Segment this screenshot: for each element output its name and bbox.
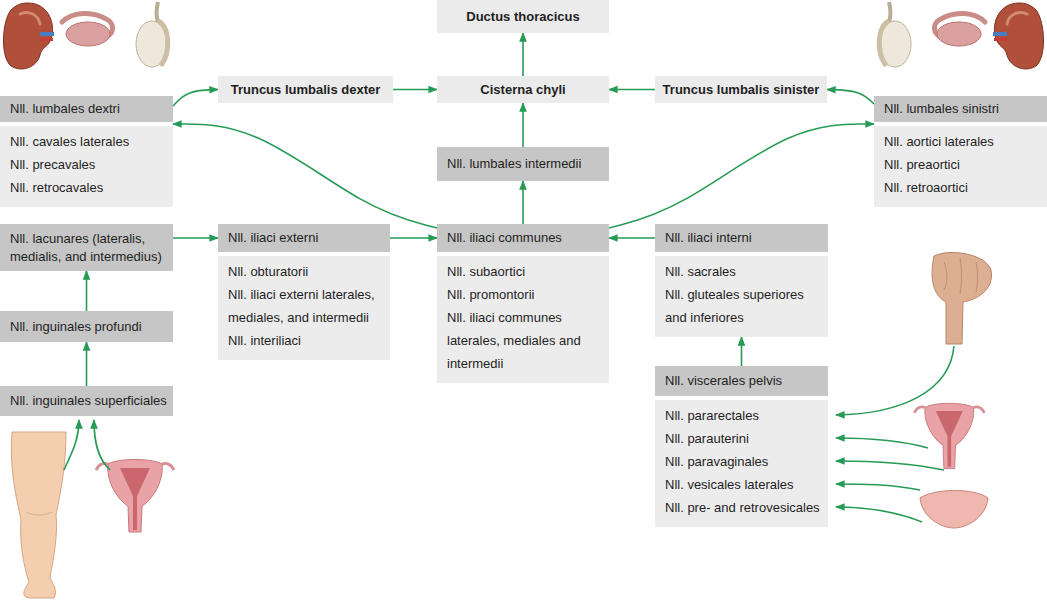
node-group-box: Nll. lumbales sinistriNll. aortici later… (874, 96, 1047, 207)
organs-right (879, 2, 1044, 69)
knee-line (26, 512, 52, 515)
list-item: Nll. promontorii (447, 283, 605, 306)
node-heading: Nll. iliaci interni (655, 224, 828, 252)
lymph-flow-arrow (827, 90, 874, 105)
node-heading: Nll. inguinales superficiales (0, 386, 173, 416)
list-item: Nll. vesicales laterales (665, 473, 824, 496)
lymph-flow-arrow (522, 181, 524, 224)
duct-box: Ductus thoracicus (437, 0, 609, 33)
list-item: Nll. pre- and retrovesicales (665, 496, 824, 519)
drainage-arrow (64, 420, 79, 470)
list-panel: Nll. obturatoriiNll. iliaci externi late… (218, 256, 390, 360)
lymph-flow-arrow (390, 237, 437, 239)
drainage-arrow (836, 346, 954, 415)
list-item: Nll. iliaci externi laterales, mediales,… (228, 283, 386, 329)
list-item: Nll. pararectales (665, 404, 824, 427)
list-item: Nll. preaortici (884, 153, 1043, 176)
node-group-box: Nll. iliaci communesNll. subaorticiNll. … (437, 224, 609, 383)
list-item: Nll. cavales laterales (10, 130, 169, 153)
lymph-flow-arrow (609, 237, 655, 239)
list-panel: Nll. subaorticiNll. promontoriiNll. ilia… (437, 256, 609, 383)
lymph-flow-arrow (609, 124, 874, 228)
lymph-flow-arrow (173, 124, 437, 228)
colon-haustra (944, 258, 978, 294)
list-item: Nll. sacrales (665, 260, 824, 283)
node-group-box: Nll. lacunares (lateralis, medialis, and… (0, 224, 173, 271)
node-group-box: Nll. iliaci interniNll. sacralesNll. glu… (655, 224, 828, 337)
lymph-flow-arrow (173, 237, 218, 239)
node-group-box: Nll. viscerales pelvisNll. pararectalesN… (655, 366, 828, 527)
node-group-box: Nll. inguinales profundi (0, 311, 173, 342)
list-item: Nll. subaortici (447, 260, 605, 283)
lymph-flow-arrow (86, 271, 88, 311)
lymph-flow-arrow (86, 342, 88, 386)
lymph-flow-arrow (522, 33, 524, 76)
list-item: Nll. obturatorii (228, 260, 386, 283)
lymph-flow-arrow (609, 89, 655, 91)
node-group-box: Nll. lumbales dextriNll. cavales lateral… (0, 96, 173, 207)
node-group-box: Nll. iliaci externiNll. obturatoriiNll. … (218, 224, 390, 360)
lymph-flow-arrow (522, 103, 524, 147)
list-item: Nll. aortici laterales (884, 130, 1043, 153)
node-heading: Nll. iliaci communes (437, 224, 609, 252)
drainage-arrow (836, 507, 922, 522)
lymph-flow-arrow (173, 90, 218, 107)
drainage-arrow (94, 420, 110, 470)
node-group-box: Nll. inguinales superficiales (0, 386, 173, 416)
node-heading: Nll. iliaci externi (218, 224, 390, 252)
box-label: Ductus thoracicus (437, 0, 609, 33)
drainage-arrow (836, 438, 928, 448)
drainage-arrow (836, 484, 920, 490)
bladder (920, 491, 988, 529)
list-item: Nll. interiliaci (228, 329, 386, 352)
list-item: Nll. parauterini (665, 427, 824, 450)
box-label: Truncus lumbalis dexter (218, 76, 393, 103)
uterus-left (96, 460, 174, 533)
drainage-arrow (836, 461, 944, 470)
list-item: Nll. iliaci communes laterales, mediales… (447, 306, 605, 375)
node-heading: Nll. inguinales profundi (0, 311, 173, 342)
organs-left (3, 2, 168, 69)
trunk-box: Truncus lumbalis dexter (218, 76, 393, 103)
list-item: Nll. precavales (10, 153, 169, 176)
box-label: Truncus lumbalis sinister (655, 76, 827, 103)
list-item: Nll. paravaginales (665, 450, 824, 473)
node-heading: Nll. lumbales sinistri (874, 96, 1047, 122)
node-heading: Nll. lacunares (lateralis, medialis, and… (0, 224, 173, 271)
uterus-right (914, 403, 984, 468)
list-panel: Nll. cavales lateralesNll. precavalesNll… (0, 126, 173, 207)
trunk-box: Truncus lumbalis sinister (655, 76, 827, 103)
cistern-box: Cisterna chyli (437, 76, 609, 103)
list-item: Nll. gluteales superiores and inferiores (665, 283, 824, 329)
list-item: Nll. retrocavales (10, 176, 169, 199)
lymph-flow-arrow (741, 337, 743, 366)
list-panel: Nll. sacralesNll. gluteales superiores a… (655, 256, 828, 337)
box-label: Cisterna chyli (437, 76, 609, 103)
node-heading: Nll. viscerales pelvis (655, 366, 828, 396)
node-heading: Nll. lumbales intermedii (437, 147, 609, 181)
leg (11, 432, 66, 598)
node-heading: Nll. lumbales dextri (0, 96, 173, 122)
colon-rectum (932, 252, 991, 344)
list-item: Nll. retroaortici (884, 176, 1043, 199)
list-panel: Nll. pararectalesNll. parauteriniNll. pa… (655, 400, 828, 527)
lymph-flow-arrow (393, 89, 437, 91)
node-group-box: Nll. lumbales intermedii (437, 147, 609, 181)
list-panel: Nll. aortici lateralesNll. preaorticiNll… (874, 126, 1047, 207)
